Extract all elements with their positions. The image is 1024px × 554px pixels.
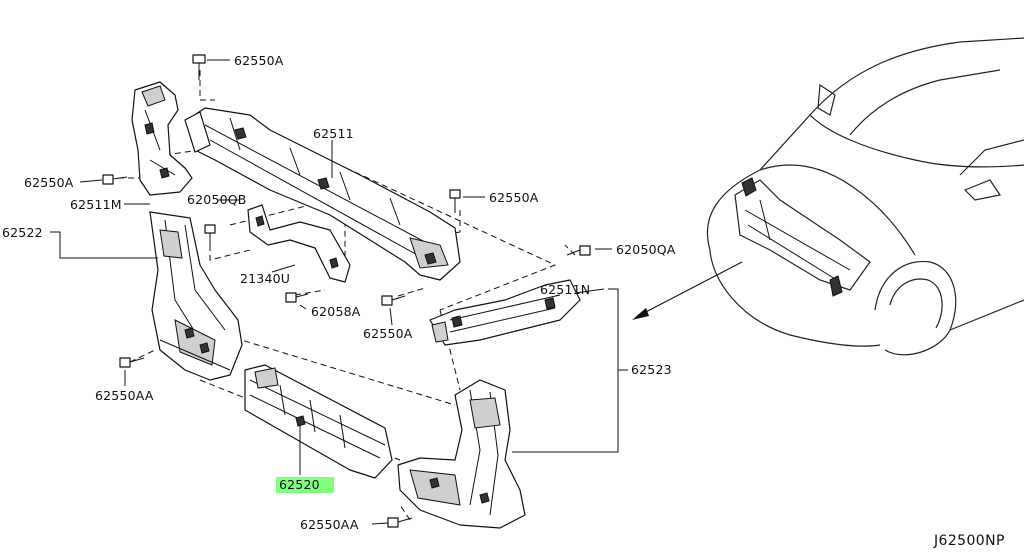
label-62520-highlighted[interactable]: 62520 <box>276 477 334 493</box>
bolt-62050QA <box>566 245 591 256</box>
bolt-62050QB <box>204 224 216 248</box>
left-bracket-62511M <box>131 81 193 196</box>
label-62050QA: 62050QA <box>616 242 676 257</box>
label-62511: 62511 <box>313 126 354 141</box>
vehicle-outline <box>632 37 1024 356</box>
bolt-62550AA-bottom <box>387 517 413 528</box>
left-side-member-62522 <box>149 211 243 381</box>
label-62550A-low: 62550A <box>363 326 413 341</box>
label-62522: 62522 <box>2 225 43 240</box>
upper-core-support-62511 <box>184 107 461 281</box>
label-62058A: 62058A <box>311 304 361 319</box>
bolt-62550A-top <box>192 54 206 80</box>
label-62511M: 62511M <box>70 197 122 212</box>
bolt-62550A-mid <box>449 189 461 213</box>
hood-lock-bracket-21340U <box>247 204 351 283</box>
bolts <box>102 54 591 528</box>
label-62523: 62523 <box>631 362 672 377</box>
label-62050QB: 62050QB <box>187 192 247 207</box>
bolt-62550A-left <box>102 174 128 185</box>
label-62511N: 62511N <box>540 282 591 297</box>
label-21340U: 21340U <box>240 271 291 286</box>
right-side-member-62523 <box>397 379 526 529</box>
right-bracket-62511N <box>429 279 581 346</box>
diagram-code: J62500NP <box>934 533 1005 549</box>
label-62550A-left: 62550A <box>24 175 74 190</box>
bolt-62058A <box>285 292 309 303</box>
label-62550AA-bottom: 62550AA <box>300 517 359 532</box>
label-62550A-mid: 62550A <box>489 190 539 205</box>
lower-support-62520 <box>244 364 393 479</box>
bolt-62550AA-left <box>119 357 145 368</box>
label-62550A-top: 62550A <box>234 53 284 68</box>
label-62550AA-left: 62550AA <box>95 388 154 403</box>
bolt-62550A-low <box>381 295 406 306</box>
leader-lines <box>50 59 628 525</box>
